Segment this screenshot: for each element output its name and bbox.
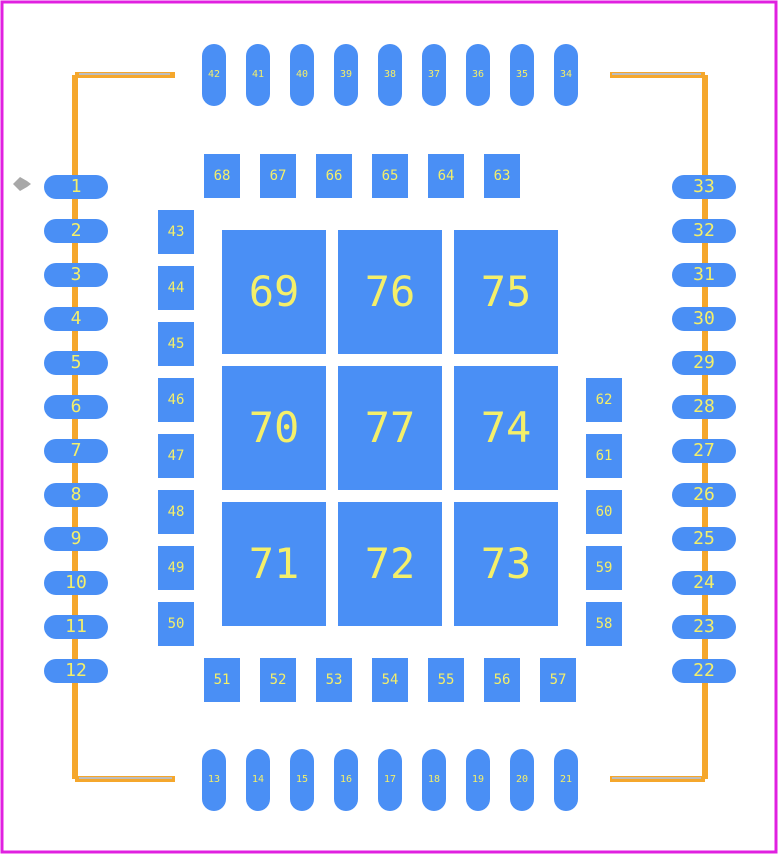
- pad-inner-bottom[interactable]: 54: [372, 658, 408, 702]
- pad-right[interactable]: 29: [672, 351, 736, 375]
- pad-inner-left[interactable]: 45: [158, 322, 194, 366]
- pad-right[interactable]: 30: [672, 307, 736, 331]
- pad-inner-top[interactable]: 68: [204, 154, 240, 198]
- pad-left[interactable]: 3: [44, 263, 108, 287]
- pad-inner-bottom[interactable]: 55: [428, 658, 464, 702]
- pad-bottom[interactable]: 13: [202, 749, 226, 811]
- pad-inner-left[interactable]: 50: [158, 602, 194, 646]
- pad-left[interactable]: 6: [44, 395, 108, 419]
- pad-inner-left[interactable]: 47: [158, 434, 194, 478]
- pad-right[interactable]: 23: [672, 615, 736, 639]
- pad-inner-left[interactable]: 44: [158, 266, 194, 310]
- pad-thermal[interactable]: 75: [454, 230, 558, 354]
- pad-right[interactable]: 27: [672, 439, 736, 463]
- pad-top[interactable]: 39: [334, 44, 358, 106]
- pad-inner-left[interactable]: 48: [158, 490, 194, 534]
- pin1-marker-icon: [13, 177, 31, 191]
- pad-top[interactable]: 35: [510, 44, 534, 106]
- pad-right[interactable]: 26: [672, 483, 736, 507]
- pad-right[interactable]: 22: [672, 659, 736, 683]
- pad-bottom[interactable]: 16: [334, 749, 358, 811]
- pad-thermal[interactable]: 70: [222, 366, 326, 490]
- pad-inner-top[interactable]: 65: [372, 154, 408, 198]
- pad-left[interactable]: 9: [44, 527, 108, 551]
- pad-left[interactable]: 11: [44, 615, 108, 639]
- pad-top[interactable]: 36: [466, 44, 490, 106]
- pad-inner-right[interactable]: 60: [586, 490, 622, 534]
- pad-inner-top[interactable]: 66: [316, 154, 352, 198]
- pad-top[interactable]: 34: [554, 44, 578, 106]
- pad-inner-right[interactable]: 62: [586, 378, 622, 422]
- pad-thermal[interactable]: 72: [338, 502, 442, 626]
- pad-thermal[interactable]: 71: [222, 502, 326, 626]
- pad-inner-bottom[interactable]: 53: [316, 658, 352, 702]
- pad-inner-left[interactable]: 43: [158, 210, 194, 254]
- pad-inner-left[interactable]: 46: [158, 378, 194, 422]
- pad-left[interactable]: 5: [44, 351, 108, 375]
- pad-thermal[interactable]: 73: [454, 502, 558, 626]
- pad-bottom[interactable]: 21: [554, 749, 578, 811]
- pad-inner-bottom[interactable]: 56: [484, 658, 520, 702]
- pad-left[interactable]: 1: [44, 175, 108, 199]
- pad-bottom[interactable]: 20: [510, 749, 534, 811]
- pad-bottom[interactable]: 17: [378, 749, 402, 811]
- pad-right[interactable]: 32: [672, 219, 736, 243]
- pad-inner-left[interactable]: 49: [158, 546, 194, 590]
- pad-inner-bottom[interactable]: 52: [260, 658, 296, 702]
- pad-inner-bottom[interactable]: 51: [204, 658, 240, 702]
- pad-top[interactable]: 37: [422, 44, 446, 106]
- pad-top[interactable]: 41: [246, 44, 270, 106]
- pad-thermal[interactable]: 74: [454, 366, 558, 490]
- pad-inner-right[interactable]: 61: [586, 434, 622, 478]
- pad-right[interactable]: 24: [672, 571, 736, 595]
- pad-right[interactable]: 28: [672, 395, 736, 419]
- pad-thermal[interactable]: 77: [338, 366, 442, 490]
- pad-top[interactable]: 40: [290, 44, 314, 106]
- pad-bottom[interactable]: 19: [466, 749, 490, 811]
- pad-left[interactable]: 8: [44, 483, 108, 507]
- pad-inner-top[interactable]: 64: [428, 154, 464, 198]
- pad-inner-right[interactable]: 59: [586, 546, 622, 590]
- pad-top[interactable]: 42: [202, 44, 226, 106]
- pad-bottom[interactable]: 14: [246, 749, 270, 811]
- pad-left[interactable]: 7: [44, 439, 108, 463]
- pad-bottom[interactable]: 18: [422, 749, 446, 811]
- pad-thermal[interactable]: 76: [338, 230, 442, 354]
- pad-left[interactable]: 10: [44, 571, 108, 595]
- pad-top[interactable]: 38: [378, 44, 402, 106]
- pad-left[interactable]: 12: [44, 659, 108, 683]
- silkscreen-corner-marks: [79, 73, 701, 779]
- pad-inner-top[interactable]: 67: [260, 154, 296, 198]
- pad-thermal[interactable]: 69: [222, 230, 326, 354]
- pad-right[interactable]: 25: [672, 527, 736, 551]
- pad-right[interactable]: 31: [672, 263, 736, 287]
- pad-left[interactable]: 2: [44, 219, 108, 243]
- pad-inner-top[interactable]: 63: [484, 154, 520, 198]
- pad-right[interactable]: 33: [672, 175, 736, 199]
- pad-inner-right[interactable]: 58: [586, 602, 622, 646]
- pad-bottom[interactable]: 15: [290, 749, 314, 811]
- pad-inner-bottom[interactable]: 57: [540, 658, 576, 702]
- pad-left[interactable]: 4: [44, 307, 108, 331]
